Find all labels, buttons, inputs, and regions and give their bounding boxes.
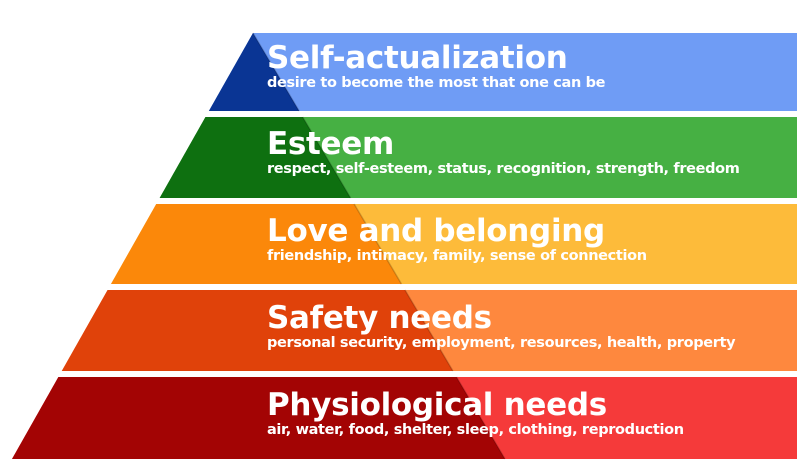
level-text: Physiological needs air, water, food, sh… xyxy=(267,388,684,439)
level-text: Esteem respect, self-esteem, status, rec… xyxy=(267,127,740,178)
level-description: respect, self-esteem, status, recognitio… xyxy=(267,161,740,177)
level-text: Love and belonging friendship, intimacy,… xyxy=(267,214,647,265)
pyramid-band xyxy=(61,289,797,372)
pyramid-band xyxy=(159,116,798,199)
level-title: Safety needs xyxy=(267,300,492,336)
level-description: desire to become the most that one can b… xyxy=(267,75,606,91)
level-title: Self-actualization xyxy=(267,40,568,76)
pyramid-band xyxy=(208,32,798,112)
level-description: personal security, employment, resources… xyxy=(267,335,736,351)
level-title: Esteem xyxy=(267,126,394,162)
level-title: Physiological needs xyxy=(267,387,607,423)
level-text: Safety needs personal security, employme… xyxy=(267,300,736,352)
pyramid-band xyxy=(111,203,798,285)
level-description: friendship, intimacy, family, sense of c… xyxy=(267,248,647,264)
level-text: Self-actualization desire to become the … xyxy=(267,40,606,92)
level-title: Love and belonging xyxy=(267,213,605,249)
pyramid-band xyxy=(12,376,797,460)
level-description: air, water, food, shelter, sleep, clothi… xyxy=(267,422,684,438)
